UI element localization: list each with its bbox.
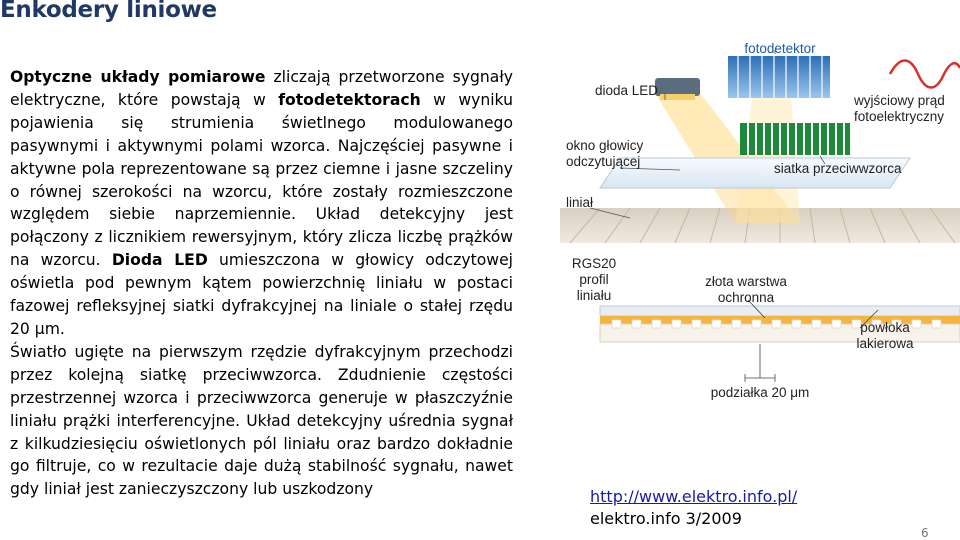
lacquer-coating [599,305,960,317]
paragraph-1-part-3: umieszczona w głowicy odczytowej oświetl… [10,251,513,338]
encoder-diagram [560,50,960,382]
source-link[interactable]: http://www.elektro.info.pl/ [590,487,798,506]
page-number: 6 [921,526,929,540]
scale-surface [560,208,960,243]
head-window [599,157,911,189]
photodetector [728,56,830,98]
output-signal-wave [888,59,960,89]
slide-title: Enkodery liniowe [0,0,217,23]
source-citation: elektro.info 3/2009 [590,509,742,528]
label-index-grating: siatka przeciwwzorca [774,161,902,176]
label-lacquer: powłoka lakierowa [856,320,914,351]
bold-optical-systems: Optyczne układy pomiarowe [10,68,266,86]
scale-profile-diagram [599,299,960,382]
paragraph-2: Światło ugięte na pierwszym rzędzie dyfr… [10,342,513,499]
encoder-figure: fotodetektor dioda LED wyjściowy prąd fo… [560,38,960,498]
paragraph-1-part-2: w wyniku pojawienia się strumienia świet… [10,90,513,270]
reading-head-diagram [560,50,960,244]
paragraph-1: Optyczne układy pomiarowe zliczają przet… [10,66,513,341]
label-output-current: wyjściowy prąd fotoelektryczny [854,93,945,124]
led-diode [655,78,700,96]
paragraph-1-part-1: zliczają przetworzone sygnały elektryczn… [10,68,513,109]
bold-led-diode: Dioda LED [111,251,208,270]
label-photodetector: fotodetektor [744,41,816,56]
label-gold-layer: złota warstwa ochronna [705,274,787,305]
label-pitch: podziałka 20 μm [710,385,810,400]
label-rgs20-profile: RGS20 profil liniału [571,256,617,303]
label-scale: liniał [566,195,594,210]
bold-photodetectors: fotodetektorach [278,90,421,109]
body-text: Optyczne układy pomiarowe zliczają przet… [10,66,513,501]
label-led-diode: dioda LED [595,83,659,98]
label-head-window: okno głowicy odczytującej [566,138,644,169]
